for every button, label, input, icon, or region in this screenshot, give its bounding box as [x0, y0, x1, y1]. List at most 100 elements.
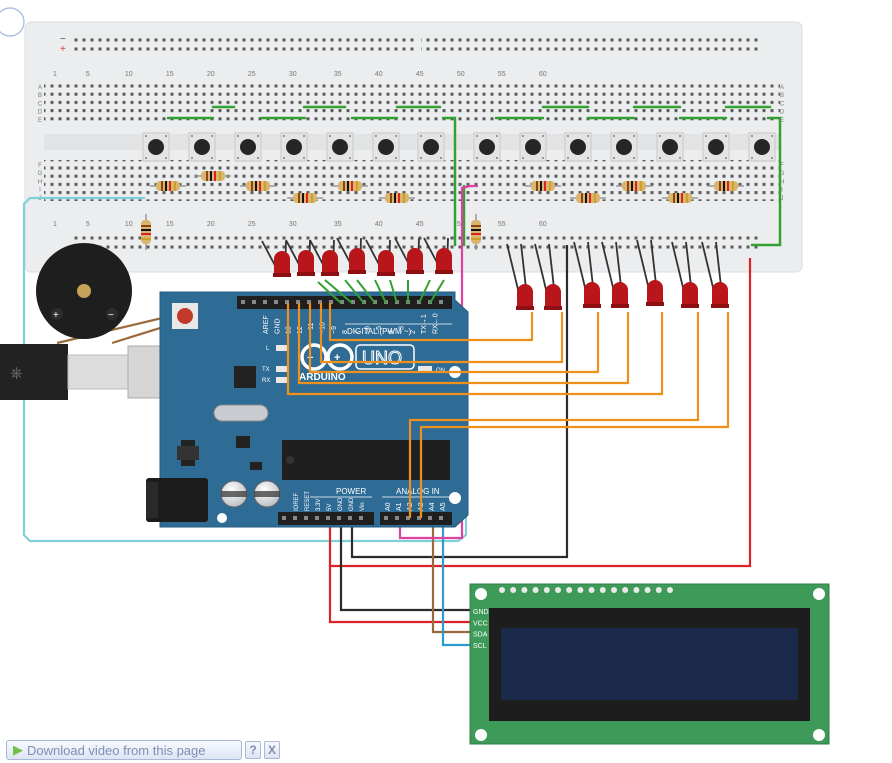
red-led: [601, 241, 629, 308]
power-pin-label: RESET: [305, 491, 311, 511]
resistor: [150, 181, 186, 191]
digital-pin-label: RX←0: [433, 313, 440, 334]
column-number: 30: [289, 221, 297, 228]
row-letter: D: [38, 110, 43, 116]
row-letter: J: [781, 196, 784, 202]
column-number: 10: [125, 221, 133, 228]
usb-cable-plug: [0, 344, 68, 400]
row-letter: C: [38, 101, 43, 107]
column-number: 55: [498, 71, 506, 78]
lcd-pin-label: SCL: [473, 643, 487, 650]
dc-jack: [146, 478, 208, 522]
digital-pin-label: ~10: [320, 322, 327, 334]
row-letter: I: [781, 188, 783, 194]
red-led: [309, 239, 339, 276]
column-number: 25: [248, 71, 256, 78]
close-button[interactable]: X: [264, 741, 280, 759]
push-button[interactable]: [142, 132, 170, 162]
push-button[interactable]: [748, 132, 776, 162]
reset-button[interactable]: [177, 308, 193, 324]
resistor: [616, 181, 652, 191]
power-pin-label: GND: [338, 497, 344, 511]
cyan-wire: [22, 196, 468, 543]
atmega-chip: [282, 440, 450, 480]
row-letter: E: [780, 118, 784, 124]
push-button[interactable]: [280, 132, 308, 162]
column-number: 30: [289, 71, 297, 78]
column-number: 5: [86, 221, 90, 228]
digital-pin-label: 12: [297, 326, 304, 334]
push-button[interactable]: [372, 132, 400, 162]
lcd-screen: [501, 628, 798, 700]
column-number: 10: [125, 71, 133, 78]
analog-pin-label: A4: [429, 502, 436, 511]
resistors: [141, 171, 744, 250]
corner-circle-button[interactable]: [0, 7, 25, 37]
push-buttons: [142, 132, 776, 162]
push-button[interactable]: [234, 132, 262, 162]
push-button[interactable]: [326, 132, 354, 162]
breadboard: − + 115510101515202025253030353540404545…: [24, 21, 803, 273]
push-button[interactable]: [610, 132, 638, 162]
red-led: [573, 241, 601, 308]
column-number-labels: 1155101015152020252530303535404045455050…: [53, 71, 547, 228]
usb-icon: ⎈: [10, 365, 23, 382]
brown-wire: [431, 518, 472, 634]
red-leds: [261, 237, 729, 310]
digital-label: DIGITAL (PWM ~): [347, 327, 412, 336]
blue-wire: [441, 518, 472, 647]
power-pin-label: 5V: [327, 504, 333, 511]
svg-text:−: −: [108, 310, 114, 321]
push-button[interactable]: [564, 132, 592, 162]
download-video-button[interactable]: ▶ Download video from this page: [6, 740, 242, 760]
push-button[interactable]: [473, 132, 501, 162]
push-button[interactable]: [519, 132, 547, 162]
mount-hole-2: [449, 492, 461, 504]
column-number: 5: [86, 71, 90, 78]
rail-plus-label: +: [60, 44, 66, 55]
column-number: 15: [166, 221, 174, 228]
resistor: [525, 181, 561, 191]
usb-chip: [234, 366, 256, 388]
black-wires: [339, 245, 569, 612]
svg-text:+: +: [334, 352, 340, 364]
piezo-buzzer: + −: [36, 243, 132, 339]
svg-text:+: +: [53, 310, 59, 321]
row-letter: B: [38, 93, 42, 99]
red-led: [701, 241, 729, 308]
red-led: [261, 240, 291, 277]
mount-hole-3: [217, 513, 227, 523]
digital-pin-label: AREF: [263, 315, 270, 334]
push-button[interactable]: [188, 132, 216, 162]
resistor: [332, 181, 368, 191]
analog-pin-label: A0: [385, 502, 392, 511]
column-number: 25: [248, 221, 256, 228]
digital-pin-label: 8: [342, 330, 349, 334]
arduino-brand: ARDUINO: [299, 372, 346, 383]
push-button[interactable]: [702, 132, 730, 162]
column-number: 45: [416, 71, 424, 78]
column-number: 50: [457, 71, 465, 78]
row-letter: A: [780, 85, 784, 91]
digital-pin-label: ~6: [365, 326, 372, 334]
row-letter: B: [780, 93, 784, 99]
row-letter: G: [38, 171, 43, 177]
digital-green-wires: [317, 279, 445, 304]
resistor: [471, 214, 481, 250]
column-number: 35: [334, 221, 342, 228]
resistor: [141, 214, 151, 250]
digital-pin-label: 2: [410, 330, 417, 334]
power-pin-label: Vin: [360, 502, 366, 511]
push-button[interactable]: [656, 132, 684, 162]
column-number: 20: [207, 221, 215, 228]
red-led: [506, 243, 534, 310]
help-button[interactable]: ?: [245, 741, 261, 759]
push-button[interactable]: [417, 132, 445, 162]
